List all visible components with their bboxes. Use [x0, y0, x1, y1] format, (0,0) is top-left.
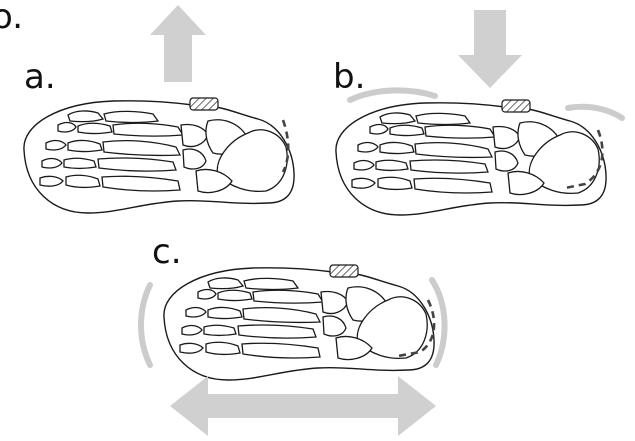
foot-skeleton — [164, 265, 434, 380]
panel-a-label: a. — [24, 57, 56, 97]
panel-b: b. — [333, 10, 622, 215]
partial-panel-label: o. — [0, 0, 23, 37]
foot-skeleton — [24, 98, 294, 213]
downward-force-arrow — [458, 10, 522, 88]
upward-force-arrow — [150, 5, 206, 82]
panel-a: a. — [24, 5, 294, 213]
panel-b-label: b. — [333, 57, 365, 97]
horizontal-stretch-arrow — [170, 376, 436, 436]
foot-skeleton — [336, 100, 606, 215]
panel-c-label: c. — [152, 232, 182, 272]
panel-c: c. — [141, 232, 445, 436]
